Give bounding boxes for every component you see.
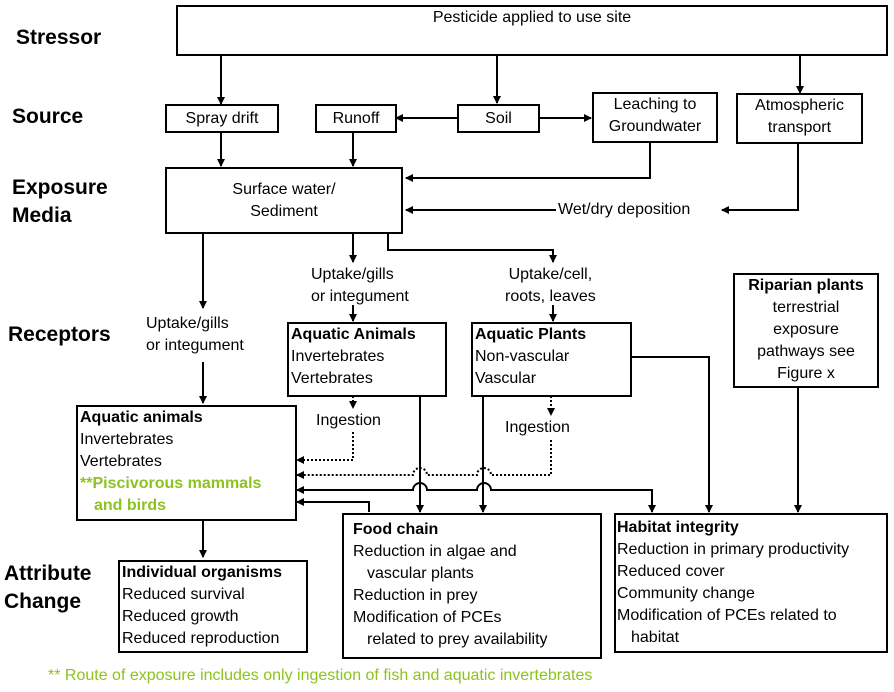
node-food-chain-item: Reduction in prey — [353, 587, 478, 604]
node-riparian-plants-title: Riparian plants — [748, 277, 864, 294]
node-food-chain-item: Reduction in algae and — [353, 543, 517, 560]
edge-label-uptake-left-line2: or integument — [146, 337, 244, 354]
arrow-surface-water-to-uptake-cell — [387, 233, 557, 263]
edge-label-uptake-left: Uptake/gills or integument — [146, 313, 244, 357]
node-pesticide[interactable]: Pesticide applied to use site — [176, 5, 888, 56]
node-individual-organisms-title: Individual organisms — [122, 564, 283, 581]
edge-label-uptake-cell-line2: roots, leaves — [505, 288, 596, 305]
node-aquatic-plants-title: Aquatic Plants — [475, 326, 587, 343]
node-habitat-integrity-item: Reduction in primary productivity — [617, 541, 850, 558]
stage-label-exposure-media: Exposure Media — [12, 174, 108, 230]
stage-label-attribute-line2: Change — [4, 590, 82, 613]
node-spray-drift[interactable]: Spray drift — [165, 104, 279, 133]
node-atmospheric-line1: Atmospheric — [755, 97, 844, 114]
arrow-leaching-to-surface-water — [405, 142, 651, 182]
node-runoff[interactable]: Runoff — [315, 104, 397, 133]
arrow-hop-line-to-aquatic-animals — [296, 482, 653, 498]
node-runoff-label: Runoff — [332, 110, 380, 127]
edge-label-uptake-cell-line1: Uptake/cell, — [508, 266, 593, 283]
node-aquatic-animals-secondary-item: Vertebrates — [80, 453, 162, 470]
node-individual-organisms[interactable]: Individual organisms Reduced survival Re… — [118, 560, 308, 653]
node-individual-organisms-item: Reduced reproduction — [122, 630, 280, 647]
node-individual-organisms-item: Reduced survival — [122, 586, 245, 603]
node-aquatic-animals-secondary-title: Aquatic animals — [80, 409, 203, 426]
node-habitat-integrity-item: Community change — [617, 585, 755, 602]
node-pesticide-label: Pesticide applied to use site — [432, 9, 632, 26]
node-aquatic-plants[interactable]: Aquatic Plants Non-vascular Vascular — [471, 322, 632, 397]
footnote: ** Route of exposure includes only inges… — [48, 667, 593, 684]
node-aquatic-animals-secondary-item: Invertebrates — [80, 431, 174, 448]
dotted-arrow-ingestion-plants-to-aquatic-animals — [296, 440, 552, 479]
node-leaching-line1: Leaching to — [613, 96, 697, 113]
node-food-chain-item: related to prey availability — [367, 631, 548, 648]
node-aquatic-animals-receptor-item: Invertebrates — [291, 348, 385, 365]
stage-label-attribute-change: Attribute Change — [4, 560, 92, 616]
node-riparian-plants-item: Figure x — [777, 365, 835, 382]
node-spray-drift-label: Spray drift — [185, 110, 259, 127]
node-aquatic-animals-receptor-item: Vertebrates — [291, 370, 373, 387]
edge-label-uptake-mid: Uptake/gills or integument — [311, 264, 409, 308]
node-aquatic-plants-item: Vascular — [475, 370, 537, 387]
edge-label-ingestion-animals: Ingestion — [316, 410, 381, 432]
node-food-chain-title: Food chain — [353, 521, 439, 538]
stage-label-stressor: Stressor — [16, 26, 102, 49]
arrow-aquatic-plants-to-habitat — [631, 356, 713, 513]
stage-label-exposure-line1: Exposure — [12, 176, 108, 199]
edge-label-uptake-left-line1: Uptake/gills — [146, 315, 229, 332]
node-habitat-integrity-item: Modification of PCEs related to — [617, 607, 837, 624]
node-atmospheric-line2: transport — [767, 119, 832, 136]
node-aquatic-plants-item: Non-vascular — [475, 348, 570, 365]
edge-label-wet-dry-deposition: Wet/dry deposition — [558, 199, 691, 221]
node-individual-organisms-item: Reduced growth — [122, 608, 239, 625]
node-riparian-plants[interactable]: Riparian plants terrestrial exposure pat… — [733, 273, 879, 388]
node-piscivorous-highlight-line2: and birds — [94, 497, 167, 514]
node-riparian-plants-item: terrestrial — [772, 299, 840, 316]
node-riparian-plants-item: pathways see — [757, 343, 855, 360]
stage-label-receptors: Receptors — [8, 323, 111, 346]
stage-label-source: Source — [12, 105, 84, 128]
node-surface-water[interactable]: Surface water/ Sediment — [165, 167, 403, 234]
node-atmospheric[interactable]: Atmospheric transport — [736, 93, 863, 144]
node-food-chain[interactable]: Food chain Reduction in algae and vascul… — [342, 513, 602, 659]
node-surface-water-line2: Sediment — [250, 203, 318, 220]
edge-label-uptake-cell: Uptake/cell, roots, leaves — [505, 264, 596, 308]
node-soil-label: Soil — [485, 110, 512, 127]
node-habitat-integrity[interactable]: Habitat integrity Reduction in primary p… — [614, 513, 888, 653]
node-food-chain-item: Modification of PCEs — [353, 609, 502, 626]
edge-label-uptake-mid-line2: or integument — [311, 288, 409, 305]
node-soil[interactable]: Soil — [457, 104, 540, 133]
arrow-food-chain-to-aquatic-animals — [296, 498, 370, 512]
node-habitat-integrity-item: habitat — [631, 629, 680, 646]
node-riparian-plants-item: exposure — [773, 321, 839, 338]
node-aquatic-animals-receptor-title: Aquatic Animals — [291, 326, 416, 343]
arrow-atmospheric-to-deposition — [721, 143, 799, 214]
dotted-arrow-ingestion-to-aquatic-animals — [296, 432, 354, 464]
edge-label-uptake-mid-line1: Uptake/gills — [311, 266, 394, 283]
node-food-chain-item: vascular plants — [367, 565, 474, 582]
stage-label-attribute-line1: Attribute — [4, 562, 92, 585]
node-leaching-line2: Groundwater — [608, 118, 702, 135]
node-piscivorous-highlight-line1: **Piscivorous mammals — [80, 475, 262, 492]
edge-label-ingestion-plants: Ingestion — [505, 417, 570, 439]
stage-label-exposure-line2: Media — [12, 204, 72, 227]
node-habitat-integrity-title: Habitat integrity — [617, 519, 739, 536]
node-aquatic-animals-receptor[interactable]: Aquatic Animals Invertebrates Vertebrate… — [287, 322, 447, 397]
node-leaching[interactable]: Leaching to Groundwater — [592, 92, 718, 143]
node-habitat-integrity-item: Reduced cover — [617, 563, 725, 580]
node-surface-water-line1: Surface water/ — [232, 181, 336, 198]
node-aquatic-animals-secondary[interactable]: Aquatic animals Invertebrates Vertebrate… — [76, 405, 297, 521]
